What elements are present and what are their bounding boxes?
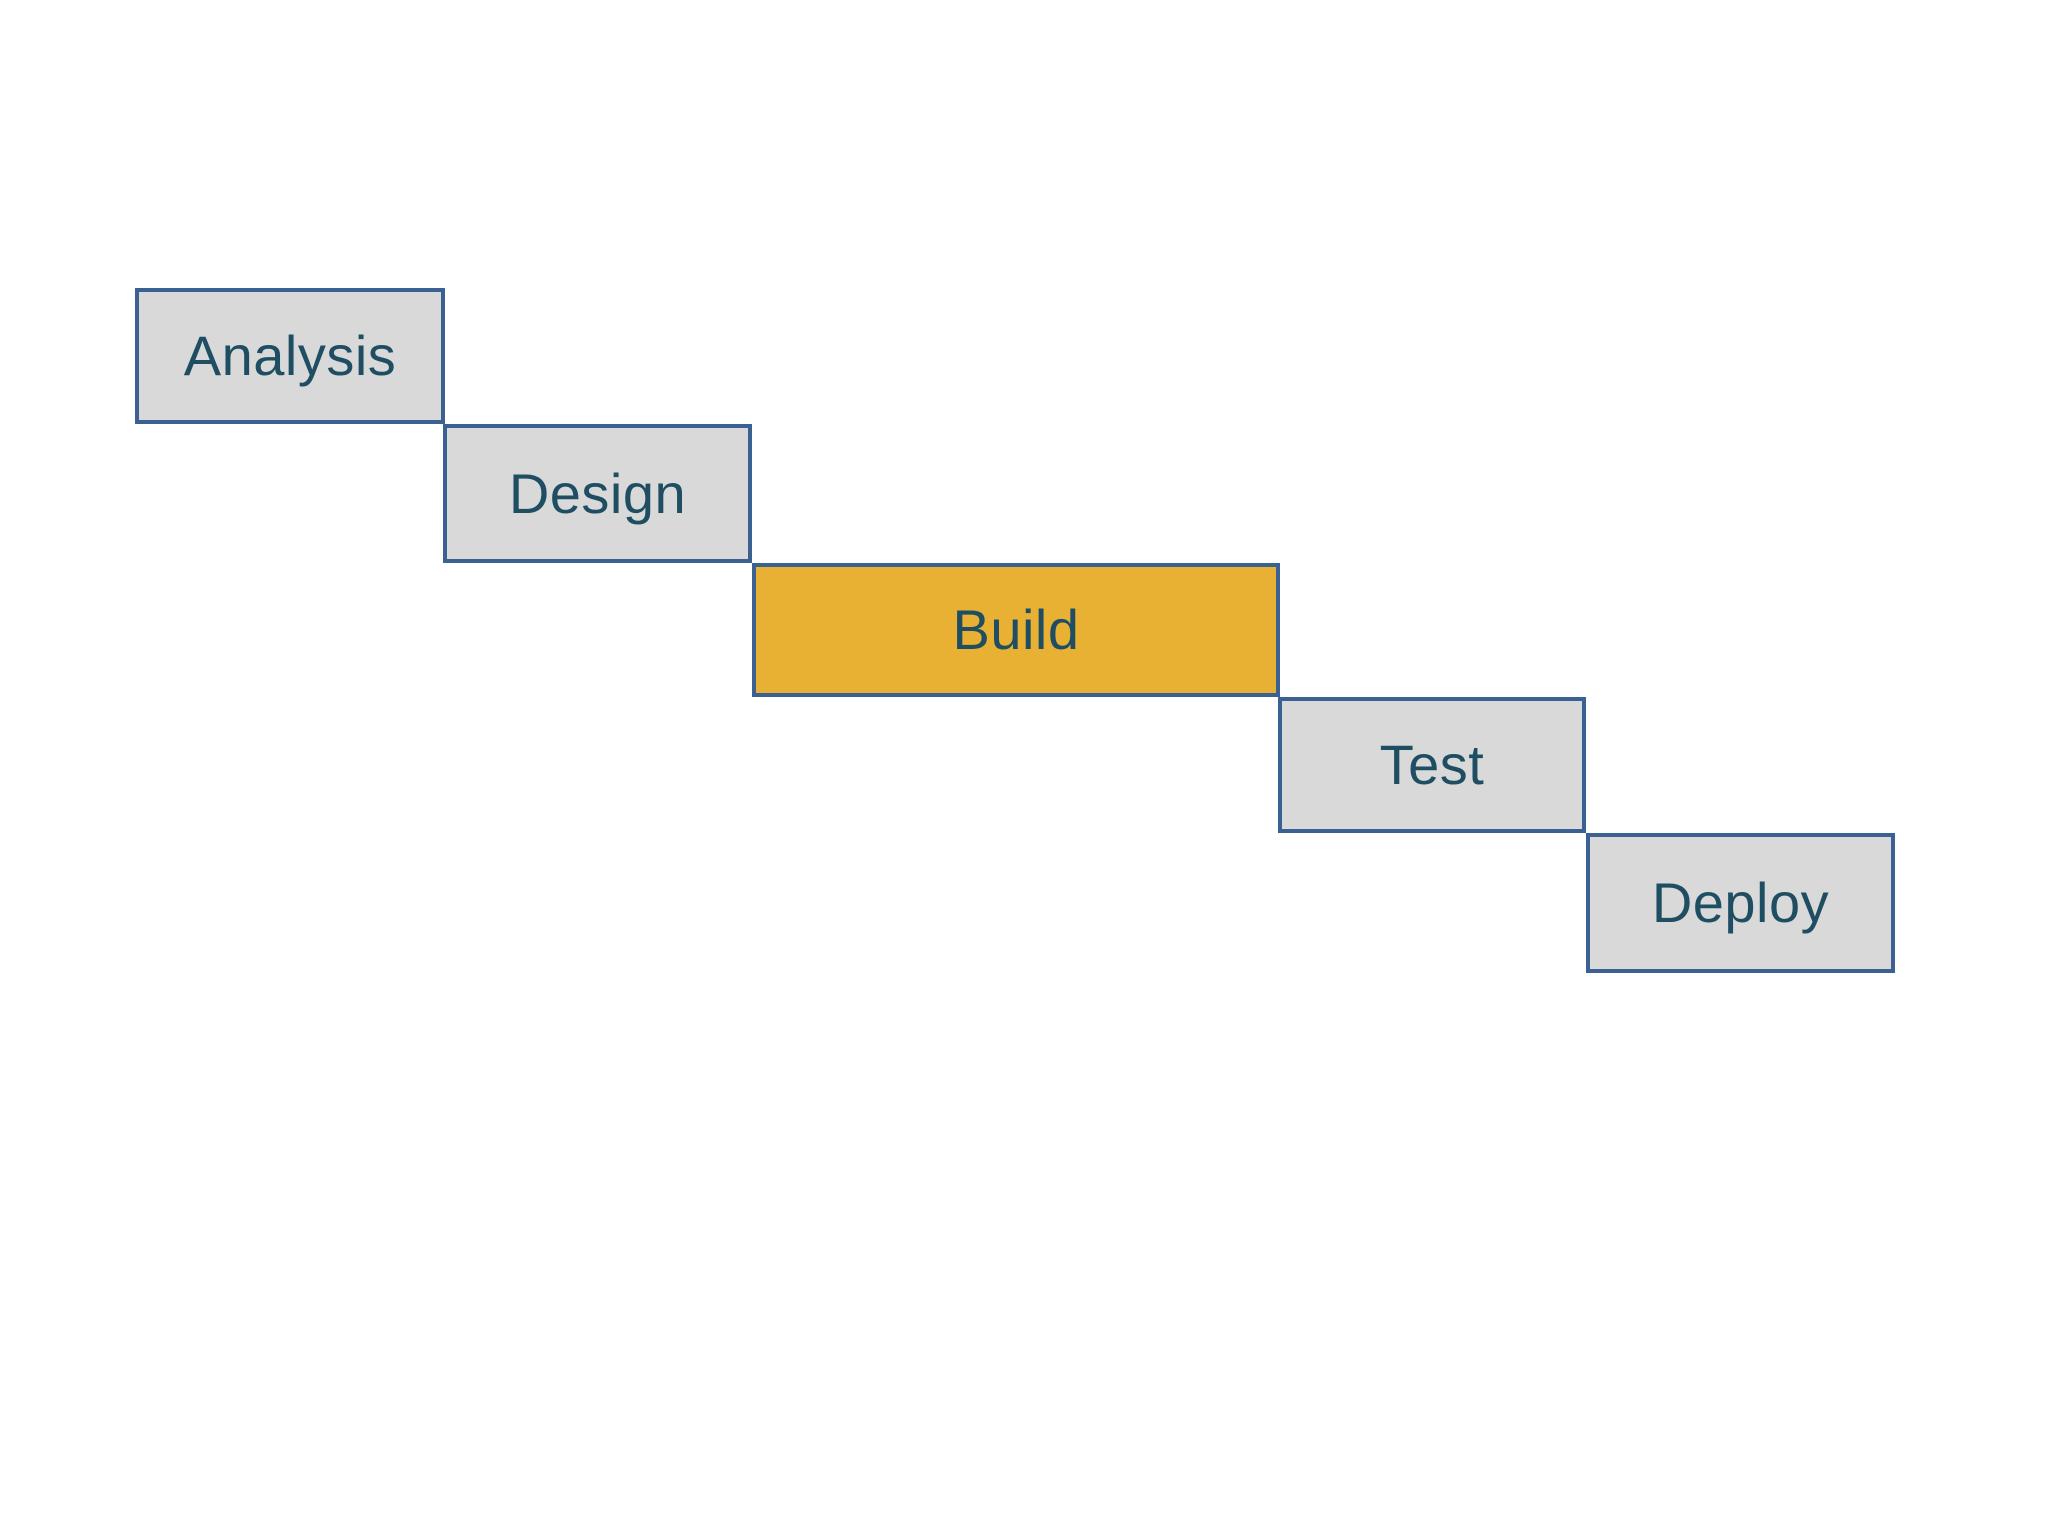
process-step-design: Design xyxy=(443,424,752,563)
process-step-deploy: Deploy xyxy=(1586,833,1895,973)
process-step-label: Design xyxy=(508,461,687,525)
process-step-label: Analysis xyxy=(183,324,397,387)
process-step-label: Test xyxy=(1379,733,1485,796)
process-step-label: Build xyxy=(952,598,1080,661)
process-step-label: Deploy xyxy=(1651,871,1830,934)
process-step-build: Build xyxy=(752,563,1280,697)
process-step-analysis: Analysis xyxy=(135,288,445,424)
process-step-test: Test xyxy=(1278,697,1586,833)
